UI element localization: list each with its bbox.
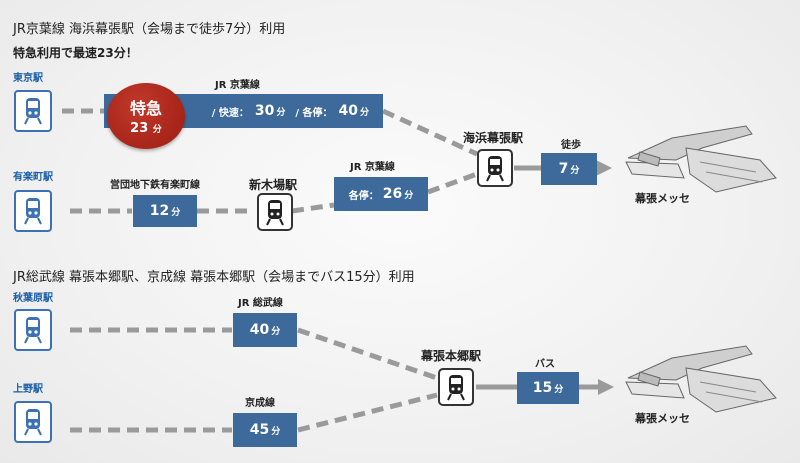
keisei-unit: 分 (271, 424, 280, 437)
messe-building-illustration-1 (626, 126, 776, 192)
subway-time: 12 (150, 203, 169, 219)
express-unit: 分 (153, 125, 162, 135)
makuhari-hongo-station-label: 幕張本郷駅 (421, 347, 481, 364)
train-icon (14, 90, 52, 132)
keiyo-local-unit: 分 (404, 188, 413, 201)
sobu-unit: 分 (271, 324, 280, 337)
train-icon (14, 401, 52, 443)
bus-unit: 分 (554, 382, 563, 395)
express-time: 23 (130, 121, 148, 136)
keisei-time: 45 (250, 422, 269, 438)
train-icon (257, 193, 293, 231)
walk-unit: 分 (570, 163, 579, 176)
dash-keiyo2-to-hub (428, 174, 477, 192)
dash-sobu-to-hub (298, 330, 437, 378)
rapid-label: / 快速： (212, 104, 249, 119)
bus-time: 15 (533, 380, 552, 396)
shinkiba-station-label: 新木場駅 (249, 176, 297, 193)
keiyo-line-label-top: JR 京葉線 (215, 76, 260, 91)
kaihin-makuhari-station-label: 海浜幕張駅 (463, 129, 523, 146)
train-icon (14, 190, 52, 232)
makuhari-messe-label-2: 幕張メッセ (635, 410, 690, 426)
train-icon (14, 309, 52, 351)
akihabara-station-label: 秋葉原駅 (13, 289, 53, 304)
yurakucho-station-label: 有楽町駅 (13, 168, 53, 183)
subway-route-box: 12 分 (133, 195, 197, 227)
sobu-line-label: JR 総武線 (238, 294, 283, 309)
walk-time: 7 (559, 161, 569, 177)
keiyo-local-label: 各停： (349, 187, 379, 202)
train-icon (438, 368, 474, 406)
express-label: 特急 (107, 95, 185, 119)
keisei-route-box: 45 分 (233, 413, 297, 447)
dash-shinkiba-to-keiyo (292, 205, 334, 211)
rapid-unit: 分 (276, 105, 285, 118)
keisei-line-label: 京成線 (245, 394, 275, 409)
makuhari-messe-label-1: 幕張メッセ (635, 190, 690, 206)
rapid-time: 30 (255, 103, 274, 119)
section1-heading: JR京葉線 海浜幕張駅（会場まで徒歩7分）利用 (13, 18, 285, 37)
dash-keisei-to-hub (298, 395, 437, 430)
local-time: 40 (339, 103, 358, 119)
walk-route-box: 7 分 (541, 153, 597, 185)
ueno-station-label: 上野駅 (13, 380, 43, 395)
bus-route-box: 15 分 (517, 372, 579, 404)
section2-heading: JR総武線 幕張本郷駅、京成線 幕張本郷駅（会場までバス15分）利用 (13, 266, 415, 285)
subway-line-label: 営団地下鉄有楽町線 (110, 176, 200, 191)
tokyo-station-label: 東京駅 (13, 69, 43, 84)
keiyo-line-label-bottom: JR 京葉線 (350, 158, 395, 173)
sobu-time: 40 (250, 322, 269, 338)
keiyo-local-time: 26 (383, 186, 402, 202)
keiyo-route-box-bottom: 各停： 26 分 (334, 177, 428, 211)
local-label: / 各停： (295, 104, 332, 119)
bus-label: バス (535, 355, 555, 370)
sobu-route-box: 40 分 (233, 313, 297, 347)
local-unit: 分 (360, 105, 369, 118)
section1-subheading: 特急利用で最速23分！ (13, 44, 138, 61)
train-icon (477, 149, 513, 187)
messe-building-illustration-2 (626, 346, 776, 412)
subway-unit: 分 (171, 205, 180, 218)
walk-label: 徒歩 (561, 136, 581, 151)
express-badge: 特急 23 分 (107, 83, 185, 149)
